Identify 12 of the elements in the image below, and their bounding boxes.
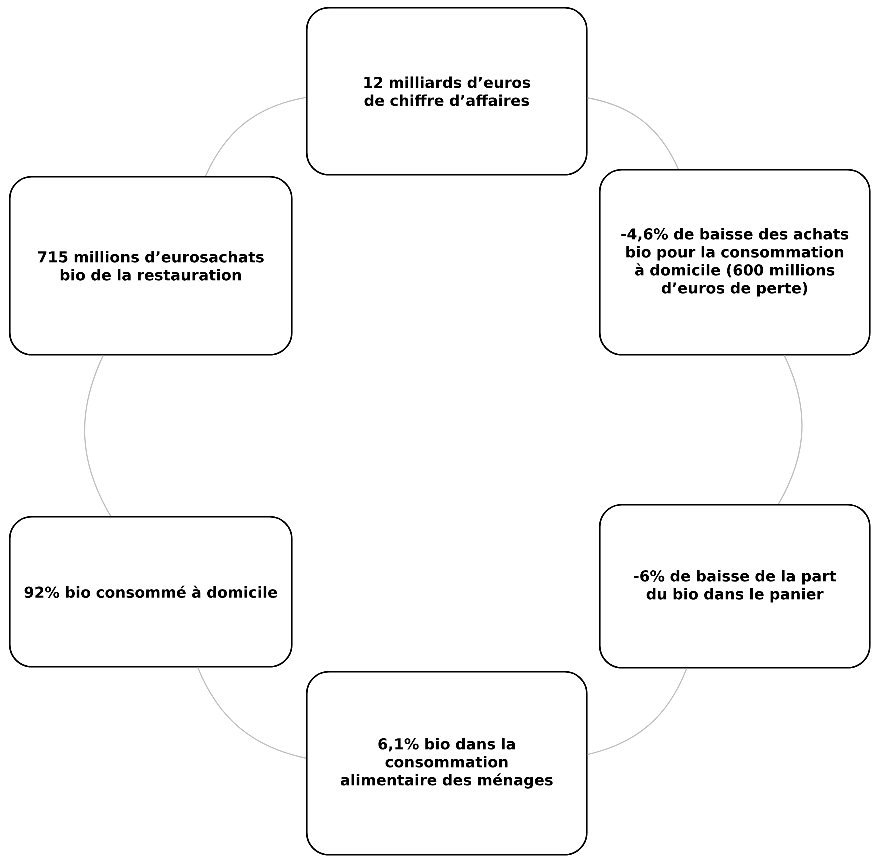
text-box: 92% bio consommé à domicile: [9, 516, 293, 668]
text-box: 12 milliards d’euros de chiffre d’affaires: [306, 7, 588, 176]
connector-arc: [778, 356, 803, 504]
connector-arc: [588, 668, 688, 756]
connector-arc: [84, 356, 112, 516]
connector-arc: [198, 668, 306, 759]
text-box: 6,1% bio dans la consommation alimentaire des ménages: [306, 671, 588, 856]
connector-arc: [205, 97, 306, 176]
text-box: 715 millions d’eurosachats bio de la restauration: [9, 176, 293, 356]
connector-arc: [588, 98, 680, 170]
text-box: -6% de baisse de la part du bio dans le panier: [599, 504, 871, 669]
text-box: -4,6% de baisse des achats bio pour la consommation à domicile (600 millions d’euros de perte): [599, 169, 871, 356]
